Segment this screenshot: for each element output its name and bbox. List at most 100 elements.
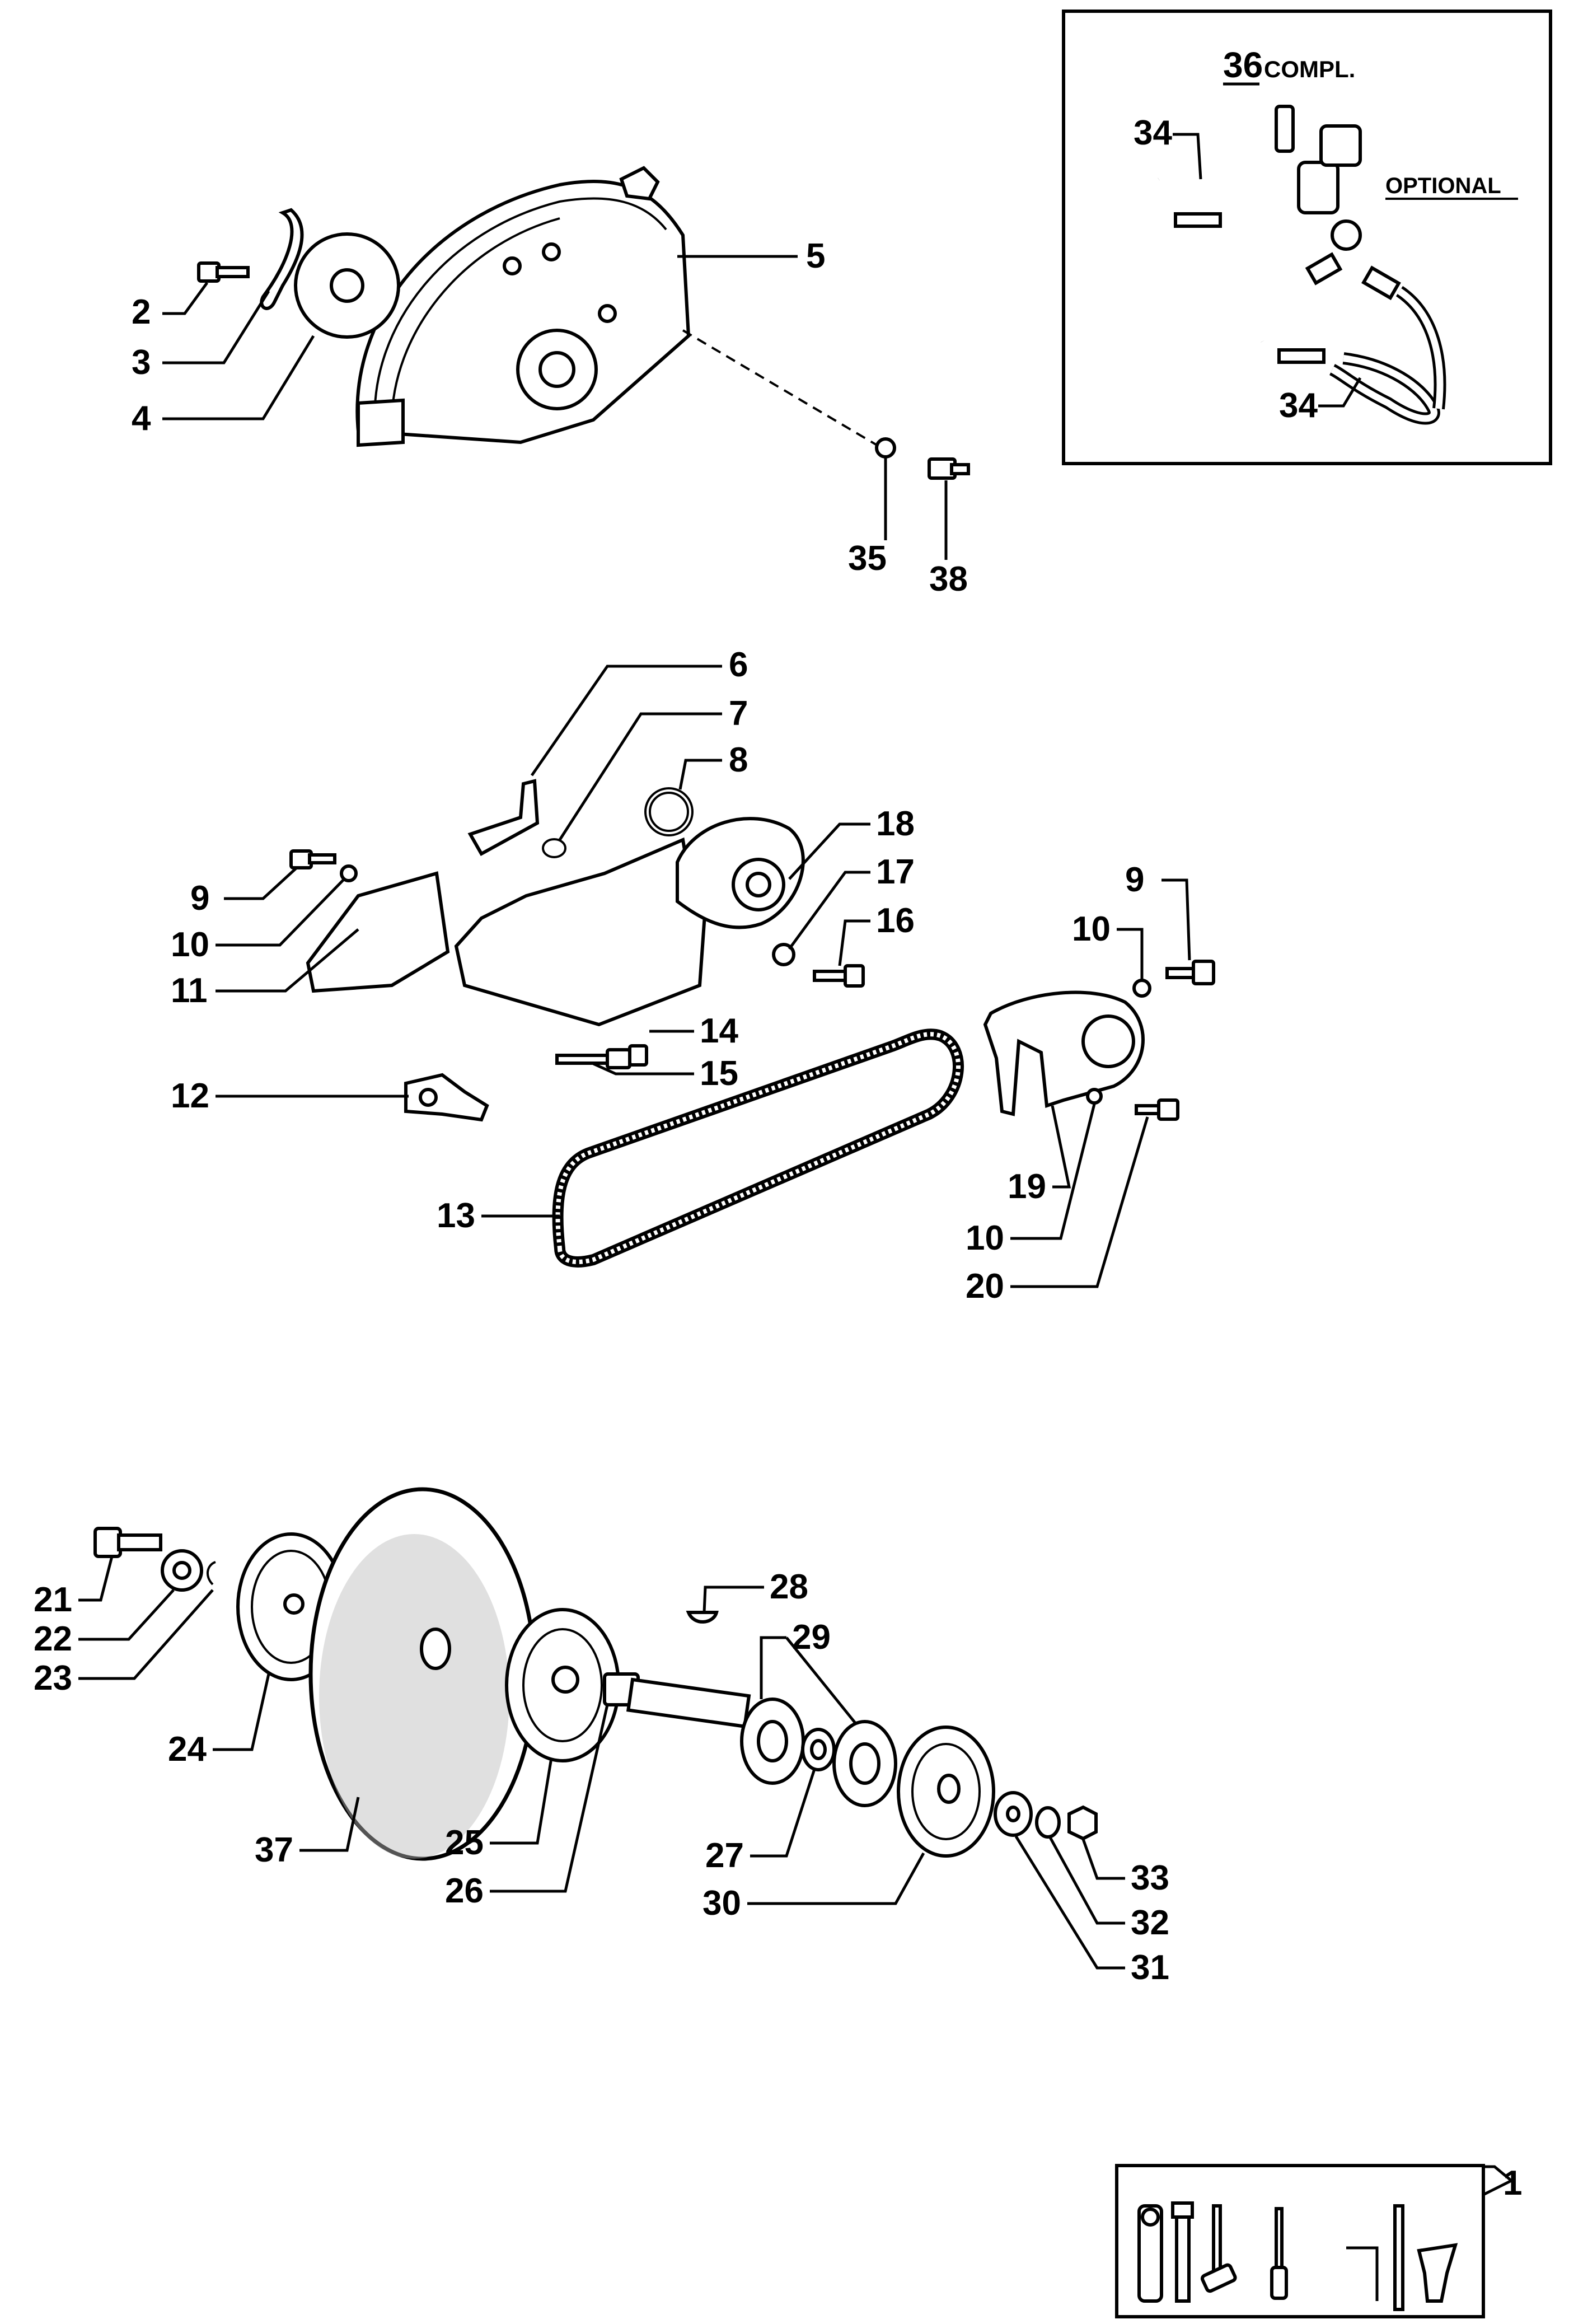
leader-22: [78, 1589, 175, 1641]
leader-31: [1014, 1835, 1125, 1970]
callout-26: 26: [445, 1872, 484, 1910]
optional-label: OPTIONAL: [1385, 174, 1501, 198]
key-part-28: [686, 1611, 719, 1624]
callout-34-lower: 34: [1279, 386, 1318, 425]
leader-20: [1010, 1116, 1149, 1288]
leader-33: [1081, 1839, 1125, 1880]
socket-wrench-icon: [1137, 2204, 1163, 2303]
callout-37: 37: [255, 1831, 293, 1869]
leader-37: [299, 1797, 360, 1852]
water-hose-lower-inner: [1331, 355, 1437, 422]
screw-part-16: [813, 964, 865, 988]
leader-23: [78, 1589, 214, 1680]
leader-9-right: [1161, 878, 1191, 961]
leader-19: [1051, 1105, 1071, 1189]
arm-hub-hole: [746, 872, 771, 897]
washer-part-10-lower: [1086, 1088, 1103, 1105]
callout-35: 35: [848, 539, 887, 578]
leader-4: [162, 335, 315, 420]
hose-fitting-lower: [1277, 348, 1326, 364]
nipple-right: [1361, 265, 1401, 301]
callout-2: 2: [132, 293, 151, 331]
callout-33: 33: [1131, 1859, 1169, 1897]
callout-20: 20: [966, 1267, 1004, 1306]
screwdriver-icon: [1200, 2204, 1237, 2293]
callout-29: 29: [792, 1618, 831, 1657]
bracket-part-6: [467, 779, 540, 857]
callout-14: 14: [700, 1012, 738, 1050]
leader-9-left: [224, 867, 298, 900]
callout-4: 4: [132, 399, 151, 438]
belt-cover-boss: [1081, 1014, 1135, 1068]
leader-18: [788, 822, 870, 880]
tool-kit-bracket: [1482, 2165, 1514, 2196]
flange-disc-hole: [330, 268, 364, 303]
callout-24: 24: [168, 1730, 207, 1769]
washer-part-17: [772, 943, 795, 966]
leader-29: [760, 1636, 858, 1726]
bolt-part-21: [93, 1527, 162, 1558]
leader-34-lower: [1318, 377, 1362, 408]
leader-8: [678, 759, 722, 790]
screw-part-38: [928, 457, 970, 480]
callout-21: 21: [34, 1580, 72, 1619]
screw-part-14-15: [555, 1044, 648, 1069]
callout-22: 22: [34, 1620, 72, 1658]
guard-top-tab: [619, 166, 660, 201]
nipple-left: [1305, 252, 1343, 286]
callout-30: 30: [702, 1884, 741, 1923]
small-screwdriver-icon: [1270, 2207, 1288, 2300]
callout-31: 31: [1131, 1948, 1169, 1987]
guard-screw-hole-2: [542, 242, 561, 261]
spindle-assembly-group: 21 22 23 24 37 25 26 28 29 27 30 33 32 3…: [34, 1487, 1169, 1987]
grease-gun-icon: [1417, 2243, 1458, 2303]
callout-23: 23: [34, 1659, 72, 1698]
washer-part-10-left: [340, 864, 358, 882]
leader-6: [530, 665, 722, 777]
callout-5: 5: [806, 237, 825, 275]
callout-10-right: 10: [1072, 910, 1111, 948]
washer-part-35: [875, 437, 896, 459]
screw-part-2: [197, 261, 250, 283]
callout-25: 25: [445, 1823, 484, 1862]
drift-pin-icon: [1393, 2204, 1404, 2311]
callout-15: 15: [700, 1054, 738, 1093]
callout-28: 28: [770, 1568, 808, 1606]
callout-10-left: 10: [171, 925, 209, 964]
guard-screw-hole-1: [503, 256, 522, 275]
callout-38: 38: [929, 560, 968, 598]
callout-10-lower: 10: [966, 1219, 1004, 1257]
circlip-part-8: [644, 787, 694, 836]
blade-guard-rim: [373, 197, 667, 426]
water-valve-handle: [1319, 124, 1362, 167]
screw-part-20: [1135, 1098, 1179, 1121]
nut-part-33: [1067, 1805, 1098, 1841]
washer-part-10-right: [1132, 979, 1151, 998]
spindle-shaft-part-26: [603, 1672, 751, 1729]
callout-34-upper: 34: [1134, 114, 1172, 152]
leader-7: [558, 712, 722, 841]
leader-10-left: [216, 878, 345, 947]
callout-19: 19: [1008, 1167, 1046, 1206]
guard-screw-hole-3: [598, 304, 617, 323]
tee-connector: [1331, 219, 1362, 251]
callout-17: 17: [876, 853, 915, 891]
lock-plate-part-3: [260, 208, 304, 310]
optional-kit-inset: 36 COMPL. OPTIONAL 34 34: [1062, 10, 1552, 465]
washer-part-32: [1035, 1806, 1061, 1839]
leader-32: [1048, 1835, 1125, 1925]
kit-number-label: 36: [1223, 45, 1263, 85]
allen-key-icon: [1346, 2246, 1379, 2301]
leader-2: [162, 282, 209, 315]
leader-30: [747, 1852, 925, 1905]
leader-10-lower: [1010, 1103, 1096, 1240]
callout-16: 16: [876, 901, 915, 940]
tool-kit-frame: [1115, 2164, 1485, 2318]
leader-26: [490, 1704, 609, 1893]
guard-shaft-dashed-line: [682, 329, 883, 449]
callout-27: 27: [705, 1836, 744, 1875]
circlip-part-23: [207, 1561, 216, 1586]
leader-11: [216, 928, 359, 993]
callout-12: 12: [171, 1077, 209, 1115]
